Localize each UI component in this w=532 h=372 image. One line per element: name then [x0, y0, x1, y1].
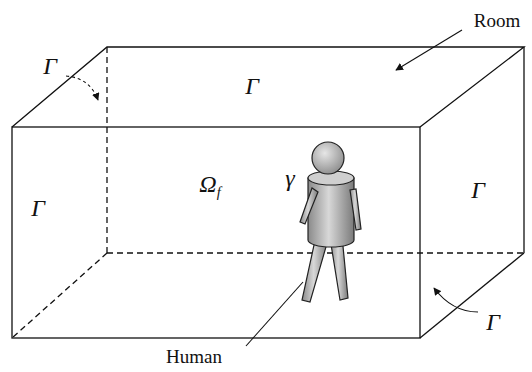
room-arrow	[396, 30, 462, 70]
boundary-symbol: Γ	[43, 54, 57, 78]
floor-arrow	[434, 288, 478, 312]
boundary-symbol: Γ	[486, 310, 500, 334]
interface-symbol: γ	[285, 166, 294, 190]
domain-symbol: Ωf	[199, 172, 220, 199]
boundary-symbol: Γ	[471, 178, 485, 202]
boundary-symbol: Γ	[31, 196, 45, 220]
part-name: Human	[166, 347, 222, 366]
wall-arrow	[66, 76, 98, 100]
leader-line	[246, 282, 303, 346]
room-box	[12, 47, 524, 338]
boundary-symbol: Γ	[245, 74, 259, 98]
human-figure	[300, 142, 361, 302]
part-name: Room	[474, 11, 520, 30]
